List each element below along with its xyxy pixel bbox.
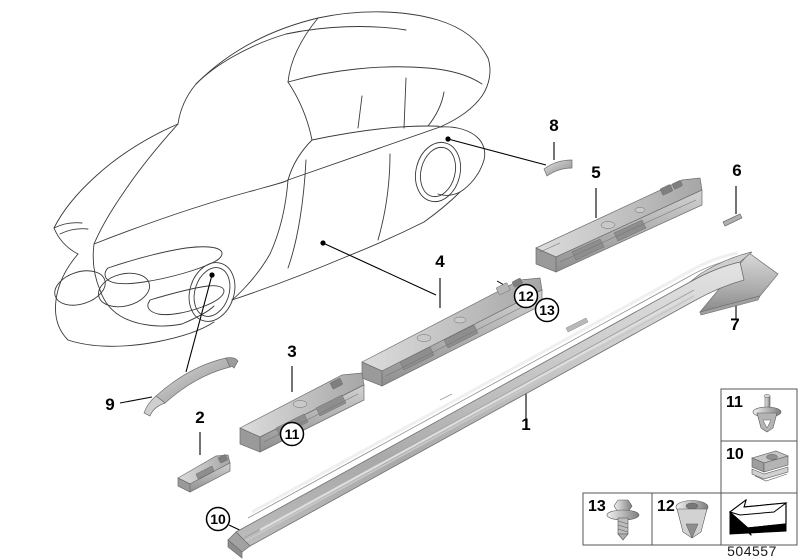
part-7-rear-corner-trim xyxy=(699,252,779,316)
circled-callout-11-group: 11 xyxy=(279,421,305,447)
callout-7: 7 xyxy=(730,315,739,334)
car-outline-wireframe xyxy=(53,11,491,347)
callout-5: 5 xyxy=(591,163,600,182)
callout-4: 4 xyxy=(435,252,445,271)
circled-callout-10-group: 10 xyxy=(205,506,231,532)
circled-callout-12-group: 12 xyxy=(513,283,539,309)
callout-6: 6 xyxy=(732,161,741,180)
callout-numbers: 1 2 3 4 5 6 7 8 9 xyxy=(105,116,741,434)
legend-box-arrow[interactable] xyxy=(720,492,798,546)
detail-arrow-icon xyxy=(728,498,788,536)
legend-box-11[interactable]: 11 xyxy=(720,388,798,442)
callout-3: 3 xyxy=(287,342,296,361)
callout-8: 8 xyxy=(549,116,558,135)
part-1-rocker-panel-sill-cover xyxy=(227,251,753,559)
legend-box-10-label: 10 xyxy=(726,446,744,463)
legend-box-11-label: 11 xyxy=(726,394,743,411)
hex-head-screw-icon xyxy=(606,499,640,541)
part-8-rear-wheel-arch-insert xyxy=(543,159,573,177)
circled-callout-10: 10 xyxy=(210,511,226,527)
callout-2: 2 xyxy=(195,408,204,427)
legend-box-12[interactable]: 12 xyxy=(651,492,722,546)
legend-box-13[interactable]: 13 xyxy=(582,492,653,546)
diagram-reference-number: 504557 xyxy=(727,543,777,559)
part-5-rear-support-rail xyxy=(535,177,703,273)
legend-box-10[interactable]: 10 xyxy=(720,440,798,494)
callout-9: 9 xyxy=(105,395,114,414)
legend-box-13-label: 13 xyxy=(588,498,606,515)
push-pin-rivet-icon xyxy=(752,394,782,433)
callout-1: 1 xyxy=(521,415,530,434)
legend-box-12-label: 12 xyxy=(657,498,675,515)
part-9-front-wheel-arch-trim xyxy=(143,357,239,417)
part-6-rear-edge-strip xyxy=(722,213,743,227)
part-2-small-bracket-rail xyxy=(177,454,231,493)
part-4-center-support-rail xyxy=(361,277,543,387)
circled-callout-12: 12 xyxy=(518,288,534,304)
expanding-rivet-icon xyxy=(675,500,709,539)
circled-callout-13-group: 13 xyxy=(534,297,560,323)
legend-panel: 11 10 xyxy=(582,388,798,559)
speed-clip-nut-icon xyxy=(751,450,789,482)
circled-callout-11: 11 xyxy=(285,426,300,442)
circled-callouts: 10 11 12 13 xyxy=(205,283,560,532)
circled-callout-13: 13 xyxy=(539,302,555,318)
